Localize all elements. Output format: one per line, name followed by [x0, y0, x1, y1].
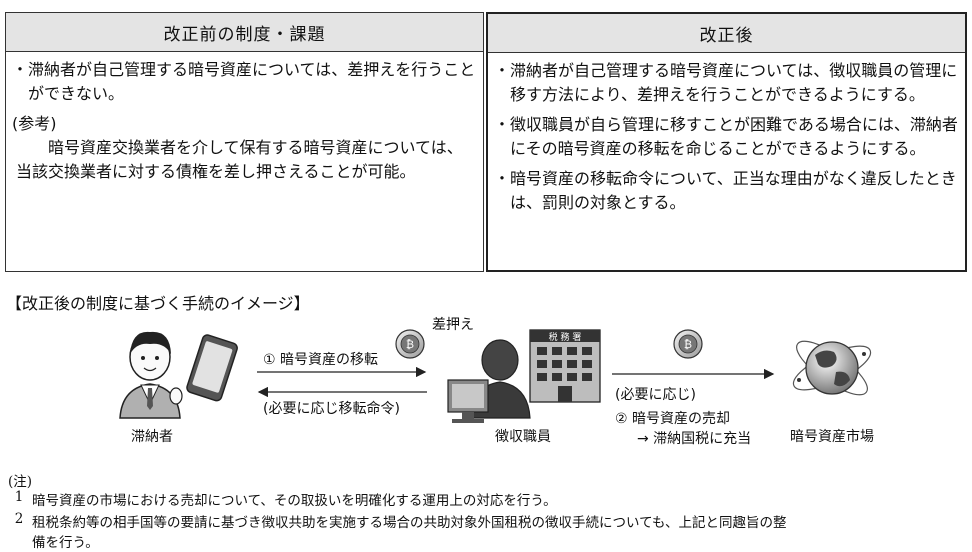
globe-market-icon — [792, 340, 872, 396]
svg-text:₿: ₿ — [684, 338, 692, 351]
transfer-label: ① 暗号資産の移転 — [263, 352, 379, 368]
svg-text:税 務 署: 税 務 署 — [549, 331, 582, 343]
seize-label: 差押え — [432, 317, 474, 333]
when-needed-label: (必要に応じ) — [615, 387, 696, 403]
after-header: 改正後 — [488, 14, 965, 53]
svg-text:₿: ₿ — [406, 338, 414, 351]
official-label: 徴収職員 — [495, 429, 551, 445]
before-bullet-1: ・ 滞納者が自己管理する暗号資産については、差押えを行うことができない。 — [12, 60, 476, 103]
notes-label: (注) — [8, 474, 33, 490]
tax-office-building-icon: 税 務 署 — [529, 329, 601, 403]
note-item-2-cont: 備を行う。 — [32, 535, 99, 551]
sale-label: ② 暗号資産の売却 — [615, 411, 731, 427]
apply-label: → 滞納国税に充当 — [637, 431, 752, 447]
delinquent-label: 滞納者 — [131, 429, 173, 445]
diagram-title: 【改正後の制度に基づく手続のイメージ】 — [6, 294, 310, 313]
market-label: 暗号資産市場 — [790, 429, 874, 445]
before-column: 改正前の制度・課題 ・ 滞納者が自己管理する暗号資産については、差押えを行うこと… — [5, 12, 484, 272]
crypto-coin-icon-2: ₿ — [673, 329, 703, 359]
reference-text: 暗号資産交換業者を介して保有する暗号資産については、当該交換業者に対する債権を差… — [16, 138, 463, 181]
crypto-coin-icon: ₿ — [395, 329, 425, 359]
after-bullet-2: ・ 徴収職員が自ら管理に移すことが困難である場合には、滞納者にその暗号資産の移転… — [494, 115, 958, 158]
after-column: 改正後 ・ 滞納者が自己管理する暗号資産については、徴収職員の管理に移す方法によ… — [486, 12, 967, 272]
procedure-diagram: ₿ 税 務 署 ₿ — [119, 329, 872, 423]
before-header: 改正前の制度・課題 — [6, 13, 483, 52]
notes-list: 1 暗号資産の市場における売却について、その取扱いを明確化する運用上の対応を行う… — [6, 489, 966, 551]
official-person-icon — [447, 339, 531, 423]
reference-label: (参考) — [12, 114, 57, 133]
after-bullet-3: ・ 暗号資産の移転命令について、正当な理由がなく違反したときは、罰則の対象とする… — [494, 169, 957, 212]
smartphone-icon — [186, 334, 238, 402]
order-label: (必要に応じ移転命令) — [263, 401, 400, 417]
delinquent-person-icon — [119, 331, 183, 419]
after-bullet-1: ・ 滞納者が自己管理する暗号資産については、徴収職員の管理に移す方法により、差押… — [494, 61, 958, 104]
note-item-2: 2 租税条約等の相手国等の要請に基づき徴収共助を実施する場合の共助対象外国租税の… — [14, 511, 787, 531]
note-item-1: 1 暗号資産の市場における売却について、その取扱いを明確化する運用上の対応を行う… — [14, 489, 557, 509]
